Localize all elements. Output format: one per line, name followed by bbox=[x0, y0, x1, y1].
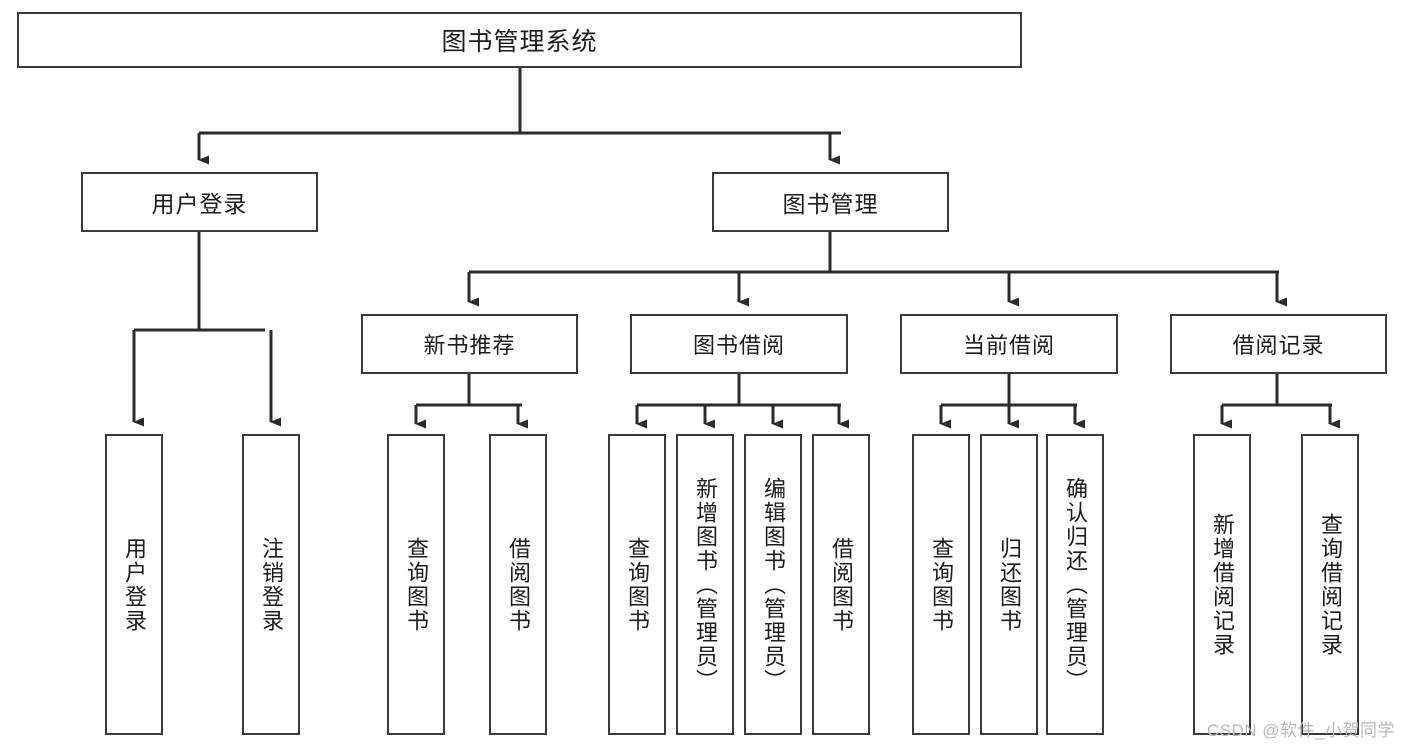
leaf-current-borrow-confirm-return[interactable]: 确认归还（管理员） bbox=[1046, 434, 1104, 735]
node-label: 新增借阅记录 bbox=[1209, 512, 1235, 657]
node-label: 借阅图书 bbox=[828, 536, 854, 633]
leaf-current-borrow-query-book[interactable]: 查询图书 bbox=[912, 434, 970, 735]
leaf-borrow-record-add-record[interactable]: 新增借阅记录 bbox=[1193, 434, 1251, 735]
node-label: 查询借阅记录 bbox=[1317, 512, 1343, 657]
leaf-new-book-borrow-book[interactable]: 借阅图书 bbox=[489, 434, 547, 735]
node-label: 用户登录 bbox=[151, 191, 248, 217]
node-label: 图书借阅 bbox=[692, 333, 785, 358]
node-label: 新增图书（管理员） bbox=[692, 476, 718, 693]
leaf-user-login-login[interactable]: 用户登录 bbox=[105, 434, 163, 735]
node-new-book-recommend[interactable]: 新书推荐 bbox=[361, 314, 578, 374]
leaf-user-login-logout[interactable]: 注销登录 bbox=[242, 434, 300, 735]
node-label: 当前借阅 bbox=[962, 333, 1055, 358]
leaf-book-borrow-edit-book[interactable]: 编辑图书（管理员） bbox=[744, 434, 802, 735]
node-book-management[interactable]: 图书管理 bbox=[712, 172, 949, 232]
node-label: 查询图书 bbox=[624, 536, 650, 633]
node-label: 归还图书 bbox=[996, 536, 1022, 633]
node-label: 借阅记录 bbox=[1232, 333, 1325, 358]
leaf-new-book-query-book[interactable]: 查询图书 bbox=[387, 434, 445, 735]
node-book-borrow[interactable]: 图书借阅 bbox=[630, 314, 848, 374]
node-book-management-system[interactable]: 图书管理系统 bbox=[17, 12, 1022, 68]
node-label: 编辑图书（管理员） bbox=[760, 476, 786, 693]
leaf-current-borrow-return-book[interactable]: 归还图书 bbox=[980, 434, 1038, 735]
leaf-book-borrow-add-book[interactable]: 新增图书（管理员） bbox=[676, 434, 734, 735]
node-label: 查询图书 bbox=[403, 536, 429, 633]
node-borrow-record[interactable]: 借阅记录 bbox=[1170, 314, 1387, 374]
node-label: 借阅图书 bbox=[505, 536, 531, 633]
node-current-borrow[interactable]: 当前借阅 bbox=[900, 314, 1118, 374]
node-user-login[interactable]: 用户登录 bbox=[81, 172, 318, 232]
leaf-book-borrow-query-book[interactable]: 查询图书 bbox=[608, 434, 666, 735]
node-label: 图书管理 bbox=[782, 191, 879, 217]
node-label: 查询图书 bbox=[928, 536, 954, 633]
node-label: 图书管理系统 bbox=[441, 28, 598, 56]
node-label: 确认归还（管理员） bbox=[1062, 476, 1088, 693]
leaf-book-borrow-borrow-book[interactable]: 借阅图书 bbox=[812, 434, 870, 735]
node-label: 新书推荐 bbox=[423, 333, 516, 358]
leaf-borrow-record-query-record[interactable]: 查询借阅记录 bbox=[1301, 434, 1359, 735]
node-label: 注销登录 bbox=[258, 536, 284, 633]
node-label: 用户登录 bbox=[121, 536, 147, 633]
